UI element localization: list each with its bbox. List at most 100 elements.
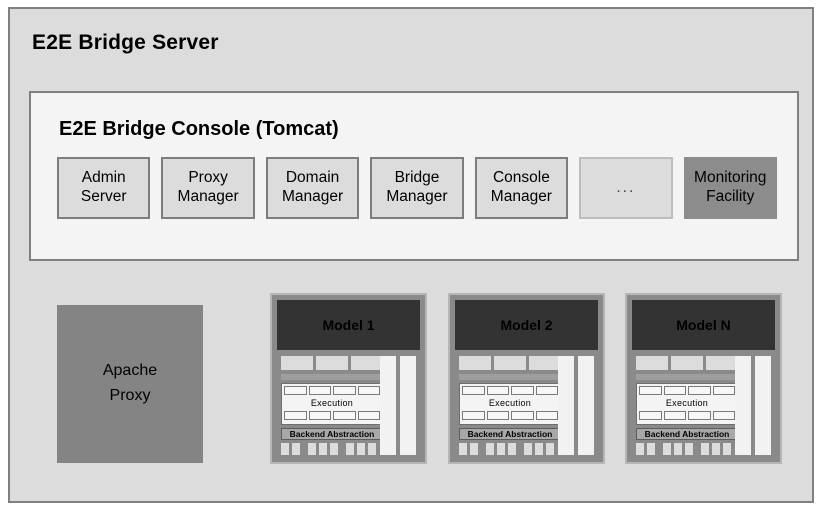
- execution-cell: [333, 386, 356, 395]
- model-title: Model 2: [500, 317, 553, 333]
- backend-abstraction-label: Backend Abstraction: [467, 429, 553, 439]
- connector-bar: [508, 443, 516, 455]
- model-pillars: [558, 356, 594, 455]
- backend-abstraction-label: Backend Abstraction: [289, 429, 375, 439]
- execution-cell: [535, 411, 558, 420]
- connector-bar: [723, 443, 731, 455]
- backend-connectors: [281, 443, 383, 455]
- connector-bar: [663, 443, 671, 455]
- backend-connectors: [459, 443, 561, 455]
- execution-top-row: [639, 386, 735, 395]
- module-label: Proxy: [188, 169, 228, 187]
- module-label: Monitoring: [694, 169, 767, 187]
- model-title: Model 1: [322, 317, 375, 333]
- server-title: E2E Bridge Server: [32, 31, 219, 54]
- execution-cell: [688, 386, 711, 395]
- execution-cell: [308, 411, 331, 420]
- execution-panel: Execution: [636, 383, 738, 425]
- execution-cell: [462, 411, 485, 420]
- module-label: ...: [616, 178, 636, 196]
- module-more-modules[interactable]: ...: [579, 157, 673, 219]
- module-label: Facility: [706, 188, 755, 205]
- execution-cell: [712, 386, 735, 395]
- connector-bar: [346, 443, 354, 455]
- connector-bar: [486, 443, 494, 455]
- connector-bar: [636, 443, 644, 455]
- module-label: Bridge: [394, 169, 440, 187]
- execution-panel: Execution: [459, 383, 561, 425]
- model-header: Model 1: [277, 300, 420, 350]
- execution-cell: [712, 411, 735, 420]
- execution-cell: [284, 386, 307, 395]
- execution-top-row: [462, 386, 558, 395]
- execution-cell: [688, 411, 711, 420]
- stack-top-cell: [316, 356, 348, 370]
- apache-proxy-label: Proxy: [109, 387, 151, 404]
- connector-bar: [546, 443, 554, 455]
- connector-group: [346, 443, 376, 455]
- apache-proxy-label: Apache: [102, 362, 158, 380]
- module-label: Manager: [177, 188, 239, 205]
- connector-bar: [647, 443, 655, 455]
- connector-bar: [524, 443, 532, 455]
- connector-bar: [685, 443, 693, 455]
- module-label: Console: [492, 169, 550, 187]
- execution-cell: [511, 411, 534, 420]
- stack-top-cell: [494, 356, 526, 370]
- connector-bar: [701, 443, 709, 455]
- connector-group: [663, 443, 693, 455]
- connector-bar: [497, 443, 505, 455]
- connector-bar: [368, 443, 376, 455]
- connector-group: [524, 443, 554, 455]
- model-pillars: [735, 356, 771, 455]
- execution-bottom-row: [284, 411, 380, 420]
- execution-cell: [308, 386, 331, 395]
- connector-bar: [292, 443, 300, 455]
- model-pillar: [578, 356, 594, 455]
- execution-cell: [357, 411, 380, 420]
- connector-bar: [535, 443, 543, 455]
- connector-bar: [308, 443, 316, 455]
- connector-bar: [357, 443, 365, 455]
- connector-group: [308, 443, 338, 455]
- stack-top-cell: [529, 356, 561, 370]
- stack-top-cell: [671, 356, 703, 370]
- execution-cell: [511, 386, 534, 395]
- model-pillar: [755, 356, 771, 455]
- stack-top-cell: [351, 356, 383, 370]
- execution-cell: [535, 386, 558, 395]
- connector-bar: [281, 443, 289, 455]
- module-label: Manager: [386, 188, 448, 205]
- connector-group: [459, 443, 478, 455]
- execution-label: Execution: [488, 398, 532, 408]
- e2e-bridge-server-container: E2E Bridge Server E2E Bridge Console (To…: [8, 7, 814, 503]
- console-title: E2E Bridge Console (Tomcat): [59, 118, 339, 140]
- stack-top-cell: [706, 356, 738, 370]
- module-label: Server: [80, 188, 127, 205]
- execution-cell: [357, 386, 380, 395]
- execution-bottom-row: [462, 411, 558, 420]
- connector-group: [636, 443, 655, 455]
- stack-top-cell: [459, 356, 491, 370]
- model-header: Model N: [632, 300, 775, 350]
- execution-cell: [663, 411, 686, 420]
- connector-bar: [319, 443, 327, 455]
- execution-panel: Execution: [281, 383, 383, 425]
- backend-abstraction-bar: Backend Abstraction: [459, 428, 561, 440]
- execution-cell: [284, 411, 307, 420]
- connector-group: [281, 443, 300, 455]
- stack-divider-bar: [636, 374, 738, 380]
- execution-cell: [462, 386, 485, 395]
- execution-cell: [486, 386, 509, 395]
